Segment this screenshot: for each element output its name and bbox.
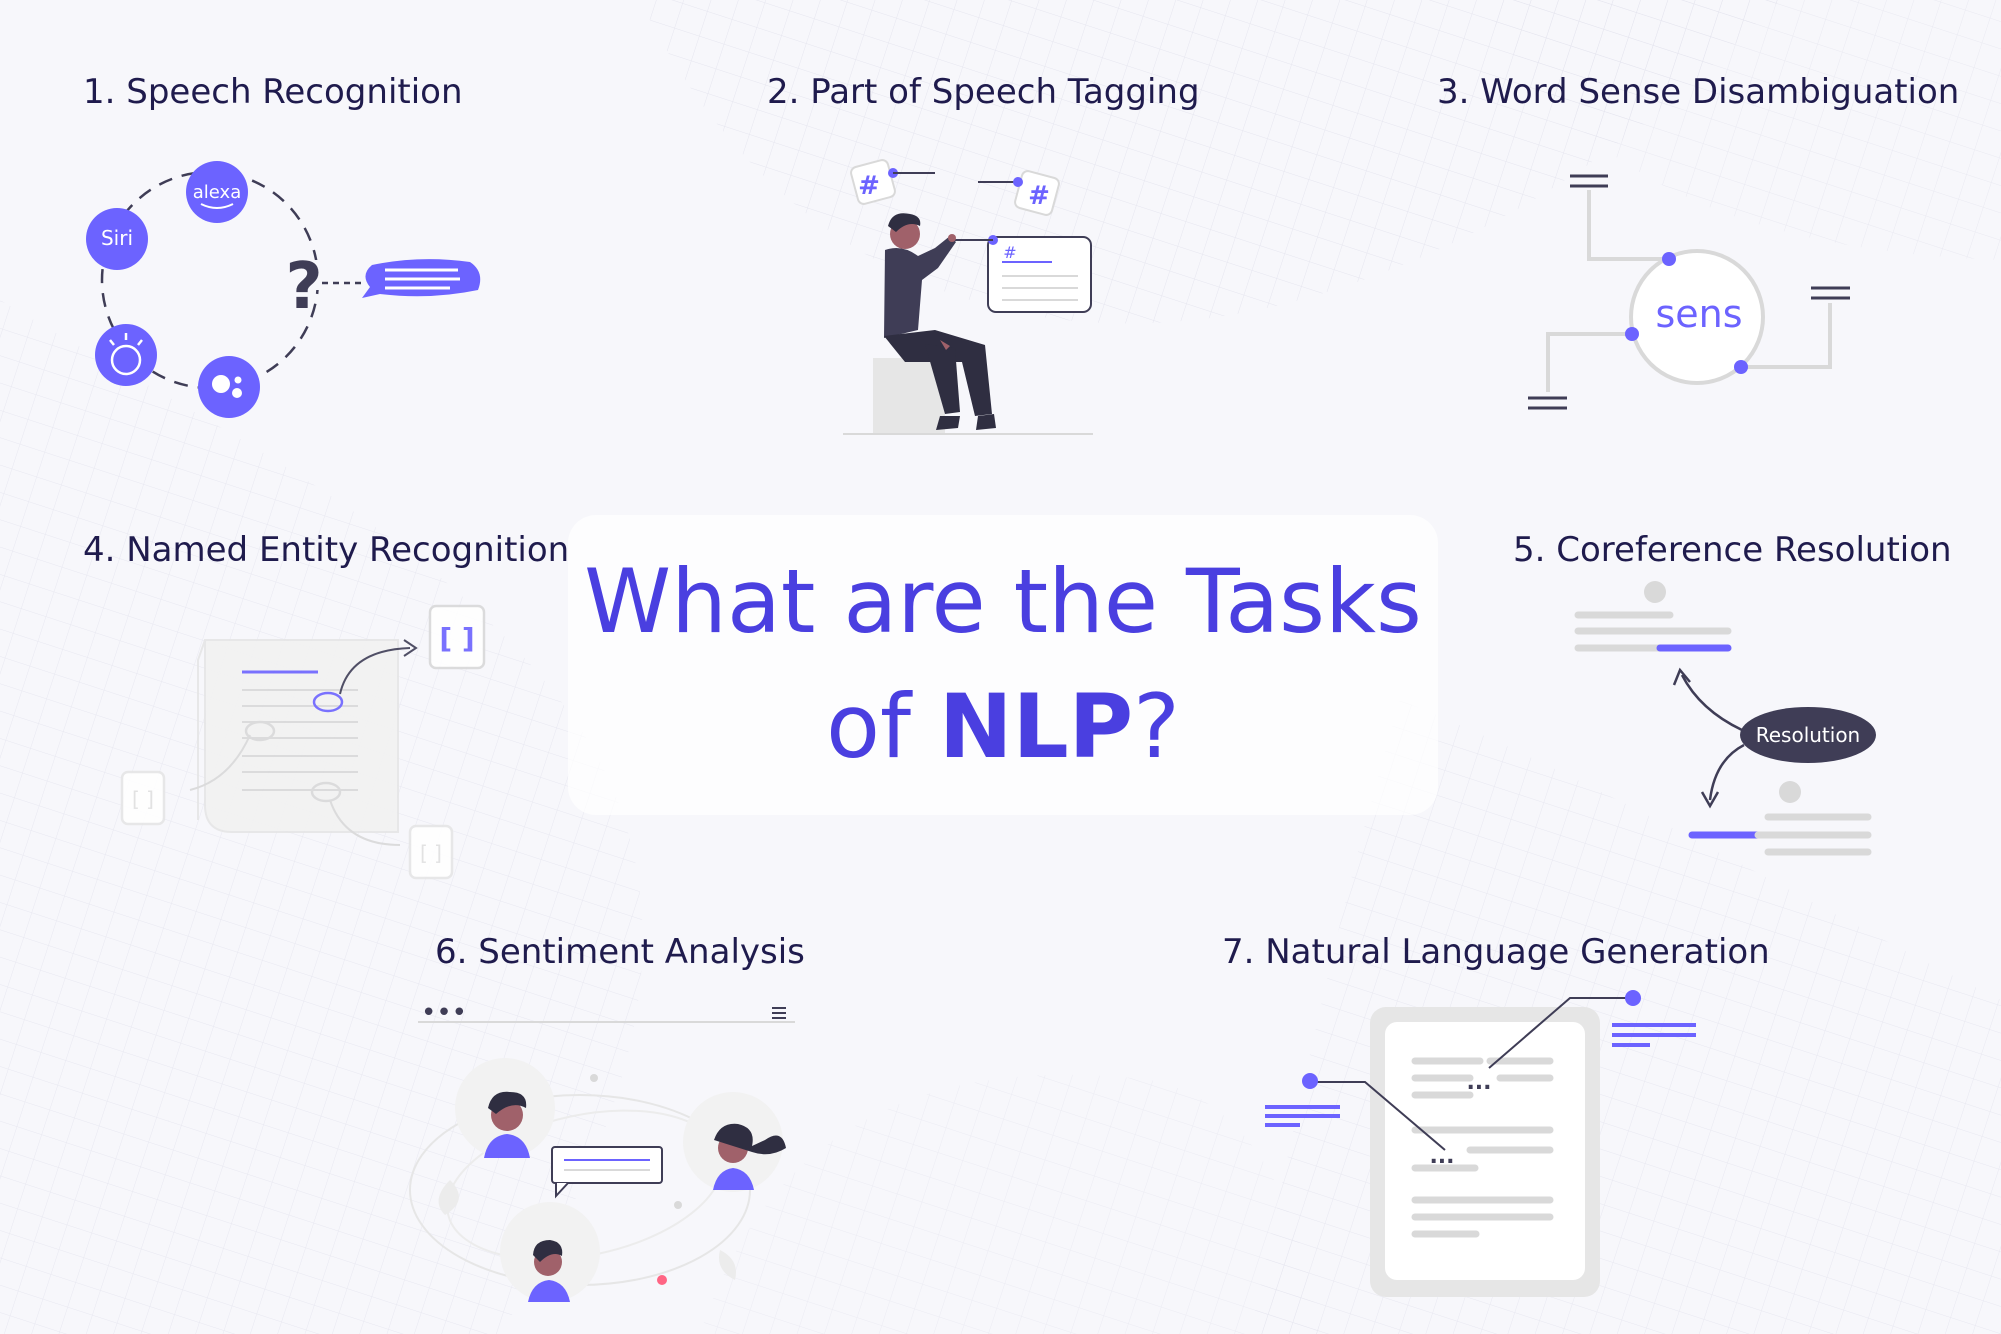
hash-1: # <box>858 171 880 201</box>
avatar-user-2 <box>683 1092 786 1192</box>
nlg-ellipsis-1: ... <box>1466 1070 1491 1095</box>
task-label-word-sense-disambiguation: 3. Word Sense Disambiguation <box>1437 72 1960 112</box>
chat-message-bubble <box>551 1146 663 1199</box>
hash-tag-card-2: # <box>1014 170 1060 216</box>
svg-text:[ ]: [ ] <box>132 787 154 811</box>
task-label-speech-recognition: 1. Speech Recognition <box>83 72 463 112</box>
task-label-coreference-resolution: 5. Coreference Resolution <box>1513 530 1952 570</box>
sentiment-illustration: ••• <box>409 998 795 1302</box>
siri-icon: Siri <box>86 208 148 270</box>
ner-bracket-card-main: [ ] <box>428 604 486 670</box>
avatar-user-3 <box>500 1202 600 1302</box>
pos-tagging-illustration: # # # <box>843 159 1093 435</box>
resolution-text: Resolution <box>1756 723 1861 747</box>
title-prefix: of <box>826 675 939 778</box>
resolution-badge: Resolution <box>1740 707 1876 763</box>
task-label-natural-language-generation: 7. Natural Language Generation <box>1222 932 1770 972</box>
hash-tag-card-1: # <box>850 159 896 205</box>
ner-bracket: [ ] <box>439 622 474 655</box>
alexa-text: alexa <box>193 182 241 203</box>
avatar-user-1 <box>455 1058 555 1158</box>
svg-text:[ ]: [ ] <box>420 841 442 865</box>
speech-bubble-icon <box>362 259 481 298</box>
wsd-illustration: sens <box>1528 174 1850 410</box>
task-label-sentiment-analysis: 6. Sentiment Analysis <box>435 932 805 972</box>
question-mark: ? <box>285 250 322 324</box>
wsd-word: sens <box>1655 292 1742 336</box>
task-label-named-entity-recognition: 4. Named Entity Recognition <box>83 530 570 570</box>
title-line-1: What are the Tasks <box>584 550 1422 653</box>
nlg-illustration: ... ... <box>1265 990 1696 1297</box>
document-card: # <box>987 236 1092 313</box>
siri-text: Siri <box>101 226 133 250</box>
person-figure <box>873 213 996 434</box>
amazon-alexa-icon: alexa <box>186 161 248 223</box>
title-suffix: ? <box>1133 675 1180 778</box>
ibm-watson-icon <box>95 324 157 386</box>
window-dots: ••• <box>421 998 467 1028</box>
coreference-illustration: Resolution <box>1574 581 1876 856</box>
task-label-part-of-speech-tagging: 2. Part of Speech Tagging <box>767 72 1200 112</box>
hash-2: # <box>1028 181 1050 211</box>
speech-recognition-illustration: alexa Siri ? <box>86 161 481 418</box>
google-assistant-icon <box>198 356 260 418</box>
title-card: What are the Tasks of NLP? <box>568 515 1438 815</box>
hash-3: # <box>1003 243 1016 262</box>
title-nlp: NLP <box>938 675 1134 778</box>
ner-illustration: [ ] [ ] [ ] <box>120 604 486 880</box>
title-line-2: of NLP? <box>568 675 1438 778</box>
